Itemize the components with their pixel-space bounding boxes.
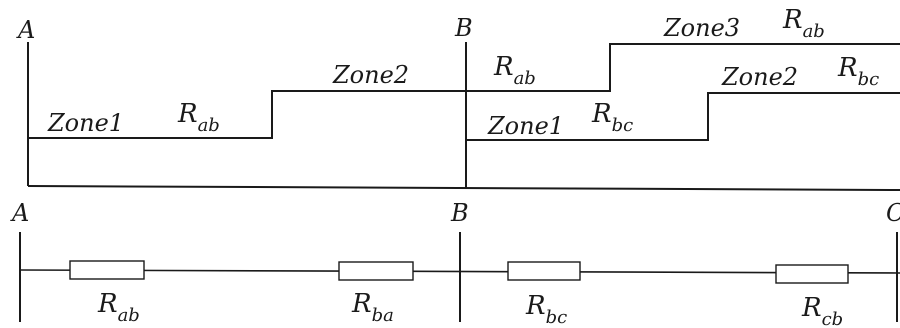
zone2-label-b: Zone2 (721, 63, 798, 91)
zone-step-from-a (28, 90, 466, 139)
relay-subscript: ab (198, 115, 220, 136)
relay-subscript: ba (372, 305, 394, 326)
bus-b-label: B (454, 14, 473, 42)
single-line-diagram: A B C Rab Rba Rbc Rcb (10, 199, 900, 328)
relay-ba-label: Rba (351, 289, 394, 326)
relay-label-zone1-a: Rab (177, 99, 220, 136)
relay-bc-label: Rbc (525, 291, 567, 328)
relay-bc-box (507, 261, 581, 281)
relay-ba-box (338, 261, 414, 281)
relay-subscript: ab (118, 305, 140, 326)
bus-a-label: A (16, 16, 35, 44)
zone1-label-b: Zone1 (487, 112, 564, 140)
relay-cb-label: Rcb (801, 293, 843, 328)
relay-main-letter: R (525, 291, 546, 321)
relay-subscript: bc (858, 69, 880, 90)
relay-ab-label: Rab (97, 289, 140, 326)
relay-main-letter: R (591, 99, 612, 129)
relay-main-letter: R (801, 293, 822, 323)
relay-label-zone1-b: Rbc (591, 99, 633, 136)
zone1-label-a: Zone1 (47, 109, 124, 137)
relay-label-zone3-b: Rab (782, 5, 825, 42)
zone2-step-from-b (466, 92, 900, 141)
relay-subscript: ab (514, 68, 536, 89)
relay-main-letter: R (97, 289, 118, 319)
relay-ab-box (69, 260, 145, 280)
relay-subscript: ab (803, 21, 825, 42)
relay-main-letter: R (837, 53, 858, 83)
relay-main-letter: R (351, 289, 372, 319)
relay-subscript: bc (612, 115, 634, 136)
relay-label-top-b: Rab (493, 52, 536, 89)
relay-subscript: cb (822, 309, 844, 328)
relay-main-letter: R (782, 5, 803, 35)
relay-main-letter: R (177, 99, 198, 129)
distance-baseline (27, 185, 900, 191)
zone2-label-a: Zone2 (332, 61, 409, 89)
bus-c-label-lower: C (886, 199, 900, 227)
relay-main-letter: R (493, 52, 514, 82)
zone3-label-b: Zone3 (663, 14, 740, 42)
bus-b-label-lower: B (450, 199, 469, 227)
zone1-step-from-b (466, 43, 900, 92)
relay-cb-box (775, 264, 849, 284)
zone-diagram: A B Zone1 Rab Zone2 Rab Zone1 Rbc Zone2 … (16, 5, 900, 191)
bus-a-label-lower: A (10, 199, 29, 227)
relay-label-zone2-b: Rbc (837, 53, 879, 90)
relay-subscript: bc (546, 307, 568, 328)
